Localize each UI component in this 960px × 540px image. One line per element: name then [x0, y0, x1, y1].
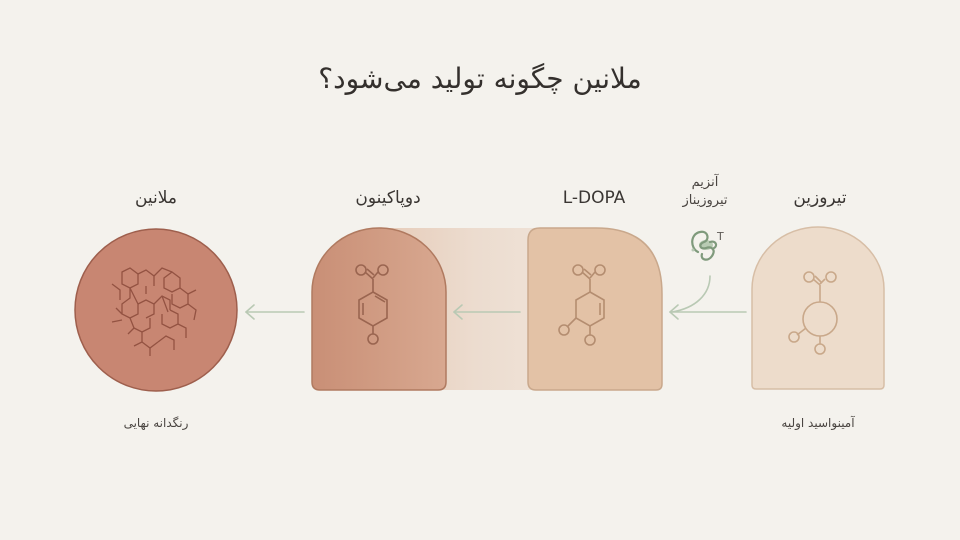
- arrow-ldopa-to-dopaquinone: [450, 302, 524, 322]
- sublabel-melanin: رنگدانه نهایی: [123, 416, 189, 430]
- stage-card-melanin: [72, 226, 240, 394]
- ldopa-molecule-icon: [558, 264, 606, 346]
- stage-label-ldopa: L-DOPA: [562, 188, 626, 208]
- enzyme-protein-icon: T: [684, 226, 730, 272]
- enzyme-label: آنزیم تیروزیناز: [660, 174, 750, 210]
- melanin-polymer-icon: [111, 267, 197, 356]
- page-title: ملانین چگونه تولید می‌شود؟: [318, 62, 642, 95]
- stage-card-tyrosine: [750, 225, 886, 391]
- arrow-tyrosine-to-ldopa: [666, 272, 750, 322]
- stage-label-melanin: ملانین: [134, 188, 178, 208]
- dopaquinone-molecule-icon: [355, 264, 389, 345]
- enzyme-label-line2: تیروزیناز: [682, 193, 728, 208]
- tyrosine-molecule-icon: [788, 271, 838, 355]
- arrow-dopaquinone-to-melanin: [242, 302, 308, 322]
- stage-card-ldopa: [526, 226, 664, 392]
- stage-card-dopaquinone: [310, 226, 448, 392]
- enzyme-label-line1: آنزیم: [691, 175, 719, 190]
- stage-label-tyrosine: تیروزین: [793, 188, 847, 208]
- svg-text:T: T: [716, 230, 724, 243]
- stage-label-dopaquinone: دوپاکینون: [355, 188, 421, 208]
- sublabel-tyrosine: آمینواسید اولیه: [781, 416, 855, 430]
